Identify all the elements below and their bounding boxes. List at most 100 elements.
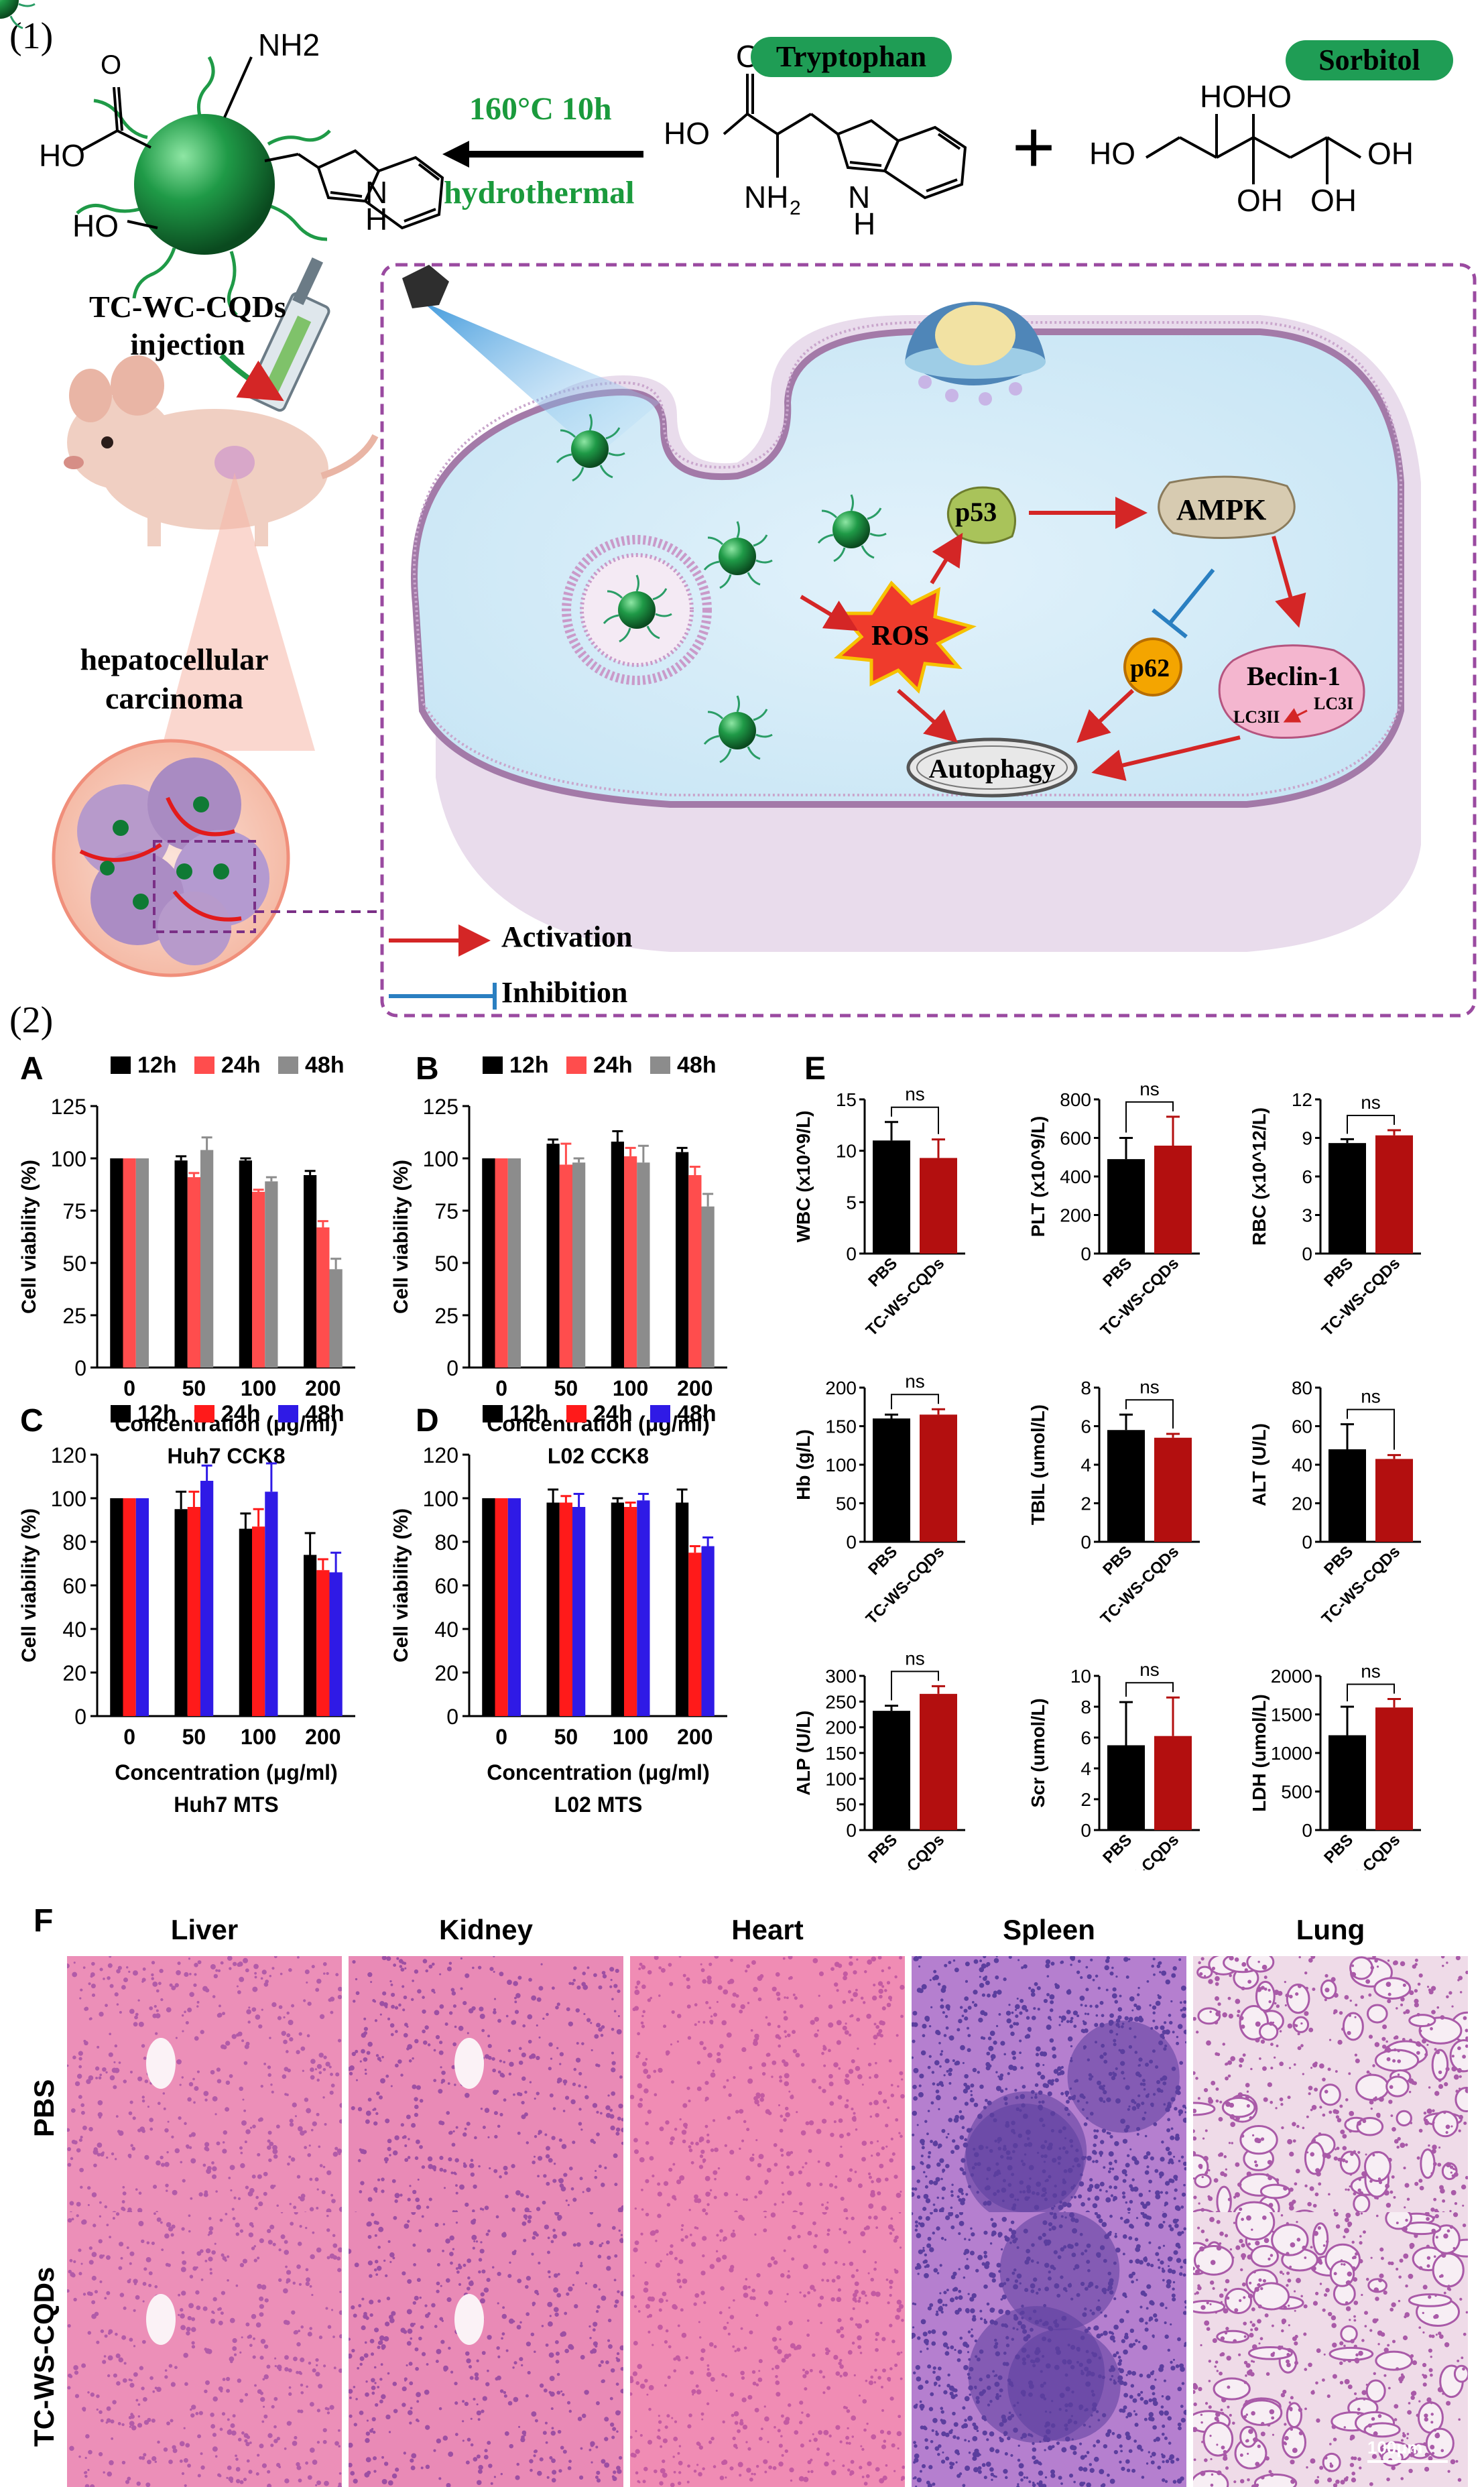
y-tick-label: 80 bbox=[62, 1530, 86, 1555]
y-tick-label: 0 bbox=[846, 1244, 857, 1264]
bar bbox=[1375, 1707, 1413, 1830]
x-tick-label: PBS bbox=[1099, 1542, 1135, 1579]
y-tick-label: 8 bbox=[1080, 1378, 1091, 1398]
panel-letter: A bbox=[20, 1051, 44, 1087]
bar bbox=[316, 1227, 329, 1368]
bar bbox=[624, 1507, 637, 1716]
y-tick-label: 5 bbox=[846, 1192, 857, 1213]
part2-label: (2) bbox=[9, 999, 53, 1042]
x-tick-label: PBS bbox=[1320, 1542, 1357, 1579]
bar bbox=[175, 1509, 188, 1716]
inhibition-bar-icon bbox=[389, 983, 495, 1010]
scale-bar-label: 100μm bbox=[1367, 2437, 1422, 2458]
x-tick-label: PBS bbox=[1099, 1254, 1135, 1290]
tissue-texture bbox=[1193, 2212, 1468, 2487]
bar bbox=[304, 1175, 316, 1368]
y-tick-label: 0 bbox=[846, 1532, 857, 1553]
x-tick-label: 100 bbox=[613, 1725, 648, 1749]
y-tick-label: 12 bbox=[1292, 1089, 1312, 1110]
panel-letter: C bbox=[20, 1403, 44, 1439]
reaction-method: hydrothermal bbox=[444, 174, 634, 211]
x-tick-label: PBS bbox=[865, 1831, 901, 1867]
x-tick-label: PBS bbox=[865, 1542, 901, 1579]
significance-bracket bbox=[1347, 1115, 1394, 1134]
bar bbox=[265, 1492, 277, 1716]
tissue-texture bbox=[912, 2212, 1186, 2487]
legend-swatch bbox=[483, 1056, 503, 1074]
bar bbox=[330, 1269, 343, 1368]
histology-image-spleen-pbs bbox=[912, 1956, 1186, 2231]
y-tick-label: 0 bbox=[446, 1356, 458, 1380]
y-tick-label: 15 bbox=[836, 1089, 857, 1110]
x-tick-label: 100 bbox=[613, 1376, 648, 1400]
significance-label: ns bbox=[1361, 1661, 1381, 1682]
bar bbox=[1375, 1459, 1413, 1542]
x-tick-label: 0 bbox=[123, 1725, 135, 1749]
lc3ii-label: LC3II bbox=[1233, 707, 1280, 727]
bar bbox=[920, 1694, 957, 1830]
chart-title: L02 CCK8 bbox=[548, 1444, 649, 1468]
cqd-nh2-label: NH2 bbox=[258, 27, 320, 63]
y-tick-label: 0 bbox=[74, 1356, 86, 1380]
tissue-texture bbox=[67, 2212, 342, 2487]
x-tick-label: 200 bbox=[677, 1376, 713, 1400]
y-axis-label: Scr (umol/L) bbox=[1028, 1698, 1048, 1807]
chart-e8: 0246810PBSTC-WS-CQDsnsScr (umol/L) bbox=[1028, 1659, 1200, 1870]
chart-e9: 0500100015002000PBSTC-WS-CQDsnsLDH (umol… bbox=[1249, 1661, 1421, 1871]
legend-swatch bbox=[111, 1405, 131, 1422]
y-tick-label: 2 bbox=[1080, 1789, 1091, 1810]
bar bbox=[136, 1498, 149, 1716]
y-tick-label: 200 bbox=[825, 1378, 857, 1398]
histology-image-heart-pbs bbox=[630, 1956, 905, 2231]
bar bbox=[547, 1144, 560, 1368]
bar bbox=[688, 1175, 701, 1368]
bar bbox=[110, 1498, 123, 1716]
bar bbox=[1154, 1438, 1192, 1542]
significance-bracket bbox=[1126, 1400, 1173, 1429]
bar bbox=[1328, 1143, 1366, 1254]
y-axis-label: Hb (g/L) bbox=[793, 1429, 814, 1500]
bar bbox=[611, 1503, 624, 1717]
y-tick-label: 4 bbox=[1080, 1455, 1091, 1475]
y-tick-label: 125 bbox=[51, 1095, 86, 1119]
injection-label: TC-WC-CQDs injection bbox=[74, 288, 302, 363]
significance-label: ns bbox=[1139, 1659, 1160, 1680]
y-tick-label: 100 bbox=[51, 1487, 86, 1511]
svg-text:OH: OH bbox=[1310, 183, 1357, 218]
legend-label: 48h bbox=[677, 1401, 717, 1427]
significance-label: ns bbox=[1361, 1092, 1381, 1113]
panel-letter: D bbox=[416, 1403, 439, 1439]
y-tick-label: 125 bbox=[423, 1095, 458, 1119]
y-tick-label: 1500 bbox=[1271, 1705, 1312, 1725]
organ-label-heart: Heart bbox=[630, 1914, 905, 1946]
legend-label: 48h bbox=[305, 1052, 345, 1078]
bar bbox=[560, 1164, 572, 1368]
y-tick-label: 50 bbox=[836, 1795, 857, 1815]
x-tick-label: PBS bbox=[1320, 1254, 1357, 1290]
legend-label: 12h bbox=[137, 1401, 177, 1427]
y-tick-label: 0 bbox=[1302, 1244, 1312, 1264]
p53-label: p53 bbox=[955, 496, 997, 528]
bar bbox=[873, 1711, 910, 1830]
tissue-texture bbox=[1193, 1956, 1468, 2231]
bar bbox=[637, 1162, 650, 1368]
significance-bracket bbox=[1347, 1685, 1394, 1702]
y-tick-label: 0 bbox=[1080, 1244, 1091, 1264]
histology-image-kidney-treated bbox=[349, 2212, 623, 2487]
y-axis-label: Cell viability (%) bbox=[390, 1160, 412, 1314]
y-tick-label: 50 bbox=[836, 1494, 857, 1514]
chart-title: L02 MTS bbox=[554, 1793, 643, 1817]
bar bbox=[304, 1555, 316, 1717]
x-tick-label: 50 bbox=[182, 1725, 206, 1749]
significance-label: ns bbox=[1361, 1386, 1381, 1407]
x-tick-label: 100 bbox=[241, 1725, 276, 1749]
organ-label-kidney: Kidney bbox=[349, 1914, 623, 1946]
legend-label: 48h bbox=[677, 1052, 717, 1078]
sorbitol-tag: Sorbitol bbox=[1286, 40, 1453, 80]
x-tick-label: 50 bbox=[182, 1376, 206, 1400]
organ-label-liver: Liver bbox=[67, 1914, 342, 1946]
